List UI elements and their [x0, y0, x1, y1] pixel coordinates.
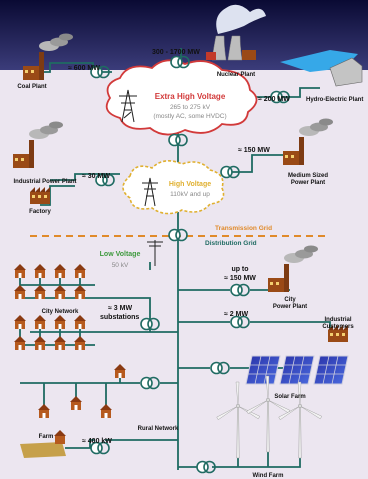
coal-power-label: ≈ 600 MW [68, 65, 100, 72]
medium-plant-label-2: Power Plant [291, 180, 325, 186]
low-voltage-range: 50 kV [112, 262, 129, 269]
extra-high-voltage-title: Extra High Voltage [155, 92, 226, 101]
substations-label: substations [100, 314, 139, 321]
city-power-plant-label-2: Power Plant [273, 304, 307, 310]
high-voltage-title: High Voltage [169, 181, 211, 188]
city-power-plant-label-1: City [284, 297, 296, 303]
solar-panel-icon [245, 355, 281, 385]
pylon-icon [142, 177, 158, 207]
high-voltage-cloud [122, 160, 225, 215]
medium-power-label: ≈ 150 MW [238, 147, 270, 154]
industrial-plant-label: Industrial Power Plant [13, 179, 76, 185]
hydro-dam-icon [280, 50, 363, 87]
farm-power-label: ≈ 400 kW [82, 438, 112, 445]
solar-panel-icon [313, 355, 349, 385]
utility-pole-icon [147, 240, 163, 266]
pylon-icon [119, 89, 137, 123]
city-plant-power-label-2: ≈ 150 MW [224, 275, 256, 282]
extra-high-voltage-range: 265 to 275 kV [170, 104, 211, 111]
hydro-plant-label: Hydro-Electric Plant [306, 97, 363, 103]
nuclear-power-label: 300 - 1700 MW [152, 49, 200, 56]
solar-panel-icon [279, 355, 315, 385]
coal-plant-label: Coal Plant [17, 84, 46, 90]
high-voltage-range: 110kV and up [170, 191, 210, 198]
farm-label: Farm [39, 434, 54, 440]
extra-high-voltage-note: (mostly AC, some HVDC) [153, 113, 226, 120]
rural-network-label: Rural Network [138, 426, 179, 432]
distribution-grid-label: Distribution Grid [205, 240, 257, 247]
cooling-tower-icon [206, 4, 266, 61]
solar-farm-label: Solar Farm [274, 394, 305, 400]
substations-power-label: ≈ 3 MW [108, 305, 132, 312]
nuclear-plant-label: Nuclear Plant [217, 72, 255, 78]
city-plant-power-label-1: up to [231, 266, 248, 273]
industrial-customers-label-1: Industrial [324, 317, 351, 323]
medium-plant-label-1: Medium Sized [288, 173, 328, 179]
hydro-power-label: ≈ 200 MW [258, 96, 290, 103]
industrial-customers-label-2: Customers [322, 324, 354, 330]
industrial-power-label: ≈ 30 MW [82, 173, 110, 180]
city-network-label: City Network [42, 309, 79, 315]
industrial-customers-power-label: ≈ 2 MW [224, 311, 248, 318]
farm-icon [20, 430, 66, 458]
wind-farm-label: Wind Farm [253, 473, 284, 479]
factory-label: Factory [29, 209, 51, 215]
low-voltage-title: Low Voltage [100, 251, 141, 258]
transmission-grid-label: Transmission Grid [215, 225, 272, 232]
